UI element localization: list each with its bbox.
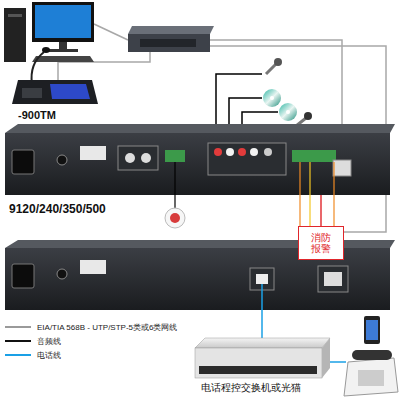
rca-jack [250,148,258,156]
legend-line-sample [5,340,31,342]
console-screen [50,84,90,99]
console-keys [22,88,42,98]
mobile-screen [366,320,378,340]
mobile-phone [364,316,380,344]
input-panel [208,143,286,175]
power-socket [12,264,34,288]
alarm-wire [309,162,310,226]
exchange-front [195,348,322,378]
device-top [5,124,395,133]
power-socket [12,150,34,174]
fuse [57,269,67,279]
console-unit: -900TM [10,72,98,108]
keyboard [32,56,94,62]
alarm-terminal [292,150,336,162]
rj45-port [333,160,351,176]
exchange-box: 电话程控交换机或光猫 [195,336,330,382]
fire-alarm-box: 消防 报警 [298,226,344,260]
rca-jack [238,148,246,156]
phone-port [256,274,268,284]
alarm-wire [333,162,334,226]
exchange-side [322,338,330,378]
output-panel [118,146,158,170]
desk-phone [344,358,398,396]
microphone [266,64,276,74]
handset [352,350,392,360]
gooseneck [32,52,45,84]
pc-tower-slot [8,14,22,17]
legend-text: EIA/TIA 568B - UTP/STP-5类或6类网线 [37,322,177,333]
legend-row: EIA/TIA 568B - UTP/STP-5类或6类网线 [5,320,177,334]
cd-disc [263,89,281,107]
legend: EIA/TIA 568B - UTP/STP-5类或6类网线音频线电话线 [5,320,177,362]
spec-label [80,260,106,274]
cd-disc [279,103,297,121]
rj45-port [324,272,342,286]
amplifier-front [5,133,390,195]
ceiling-speaker [165,208,185,228]
output-jack [125,153,135,163]
rca-jack [214,148,222,156]
speaker-cone [170,213,180,223]
console-body [12,80,98,104]
phone-line [261,284,263,340]
mic-head [42,47,50,53]
speaker-cable [174,162,175,210]
monitor-base [48,49,78,52]
alarm-wire [320,195,321,226]
network-switch [128,34,210,52]
output-jack [141,153,151,163]
amplifier-unit: 9120/240/350/500 [5,133,390,195]
lan-panel [318,266,348,292]
switch-top [128,26,214,34]
legend-row: 电话线 [5,348,177,362]
fuse [57,155,67,165]
network-cable [94,24,128,40]
legend-line-sample [5,354,31,356]
pc-tower [4,8,26,62]
legend-text: 电话线 [37,350,61,361]
microphone-head [304,112,312,120]
switch-ports [140,39,196,47]
monitor-stand [59,42,67,49]
legend-text: 音频线 [37,336,61,347]
cd-hole [270,96,274,100]
monitor-screen [35,5,91,38]
device-label: 9120/240/350/500 [9,203,106,217]
spec-label [80,146,106,160]
device-label: -900TM [18,109,56,122]
legend-line-sample [5,326,31,328]
microphone-head [274,58,282,66]
mic-jack [264,148,272,156]
device-label: 电话程控交换机或光猫 [201,382,301,394]
keypad [358,370,384,386]
exchange-strip [199,366,317,374]
rca-jack [226,148,234,156]
speaker-terminal [165,150,185,162]
monitor [32,2,94,42]
exchange-top [195,338,330,348]
legend-row: 音频线 [5,334,177,348]
box-label: 消防 报警 [309,232,333,255]
cd-hole [286,110,290,114]
phone-line [330,361,346,363]
